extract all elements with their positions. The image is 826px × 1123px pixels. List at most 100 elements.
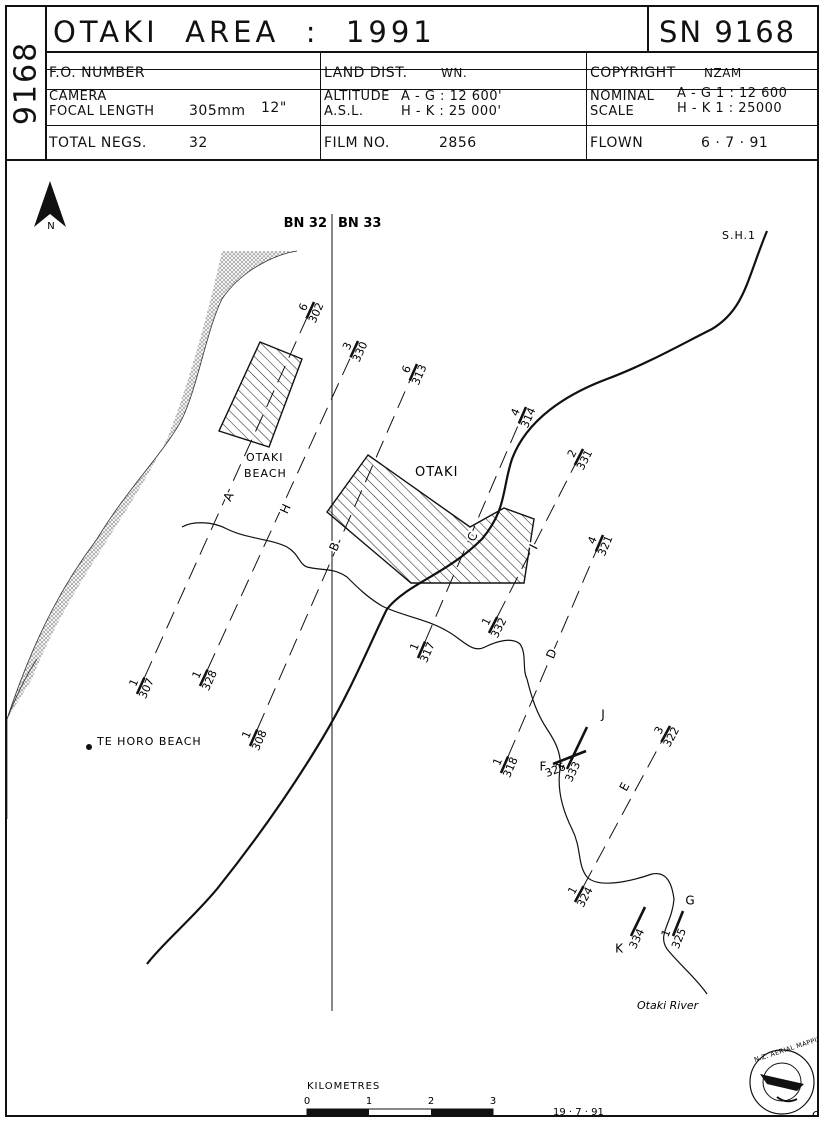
camera-label: CAMERA bbox=[49, 89, 107, 104]
flight-run-b-end-tick bbox=[408, 363, 419, 382]
index-sheet: 9168 OTAKI AREA : 1991 SN 9168 F.O. NUMB… bbox=[5, 5, 819, 1117]
flight-run-d-end-tick bbox=[594, 534, 605, 553]
sheet-title: OTAKI AREA : 1991 bbox=[53, 15, 436, 49]
scale-tick-1: 1 bbox=[366, 1096, 372, 1107]
flight-run-i-start-tick bbox=[487, 616, 499, 634]
copyright-value: NZAM bbox=[704, 66, 742, 80]
flight-run-d-letter: D bbox=[543, 647, 560, 661]
nominal-label: NOMINAL bbox=[590, 89, 655, 104]
place-otaki: OTAKI bbox=[415, 465, 458, 480]
focal-length-inches: 12" bbox=[261, 100, 287, 116]
scale-title: KILOMETRES bbox=[307, 1081, 380, 1092]
flight-run-h-start-label: 1328 bbox=[187, 662, 220, 692]
flight-run-a-end-tick bbox=[305, 301, 316, 319]
highway-label: S.H.1 bbox=[722, 229, 756, 242]
compilation-date: 19 · 7 · 91 bbox=[553, 1107, 604, 1115]
flight-index-map: BN 32 BN 33 N S.H.1 Otaki River OTAKI BE… bbox=[7, 181, 817, 1115]
flight-run-d-start-tick bbox=[499, 755, 510, 774]
flight-run-g-start-label: 1325 bbox=[656, 921, 689, 951]
flight-run-a-start-label: 1307 bbox=[124, 670, 157, 700]
flight-run-i-line bbox=[496, 464, 576, 618]
flight-run-c-line bbox=[424, 423, 520, 642]
flight-run-j-line bbox=[565, 726, 589, 770]
altitude-h-k: H - K : 25 000' bbox=[401, 104, 502, 119]
flight-run-c-start-tick bbox=[416, 640, 427, 659]
flight-run-b-start-tick bbox=[248, 728, 259, 747]
flight-run-e-end-label: 3322 bbox=[648, 718, 682, 749]
logo-mark: C bbox=[812, 1109, 817, 1115]
flight-run-k-letter: K bbox=[615, 942, 624, 956]
sea-area bbox=[7, 251, 297, 819]
flight-run-b-end-label: 6313 bbox=[396, 357, 429, 387]
flight-run-e-start-tick bbox=[573, 885, 585, 903]
total-negs-value: 32 bbox=[189, 135, 208, 151]
flight-run-b-letter: B bbox=[326, 540, 342, 553]
altitude-a-g: A - G : 12 600' bbox=[401, 89, 503, 104]
flight-run-b-start-label: 1308 bbox=[237, 723, 270, 753]
flight-run-d-end-label: 4321 bbox=[582, 528, 615, 558]
flight-run-g-line bbox=[671, 910, 685, 937]
flight-run-e-line bbox=[583, 741, 662, 887]
coastline bbox=[7, 250, 298, 720]
sheet-id: 9168 bbox=[8, 40, 44, 126]
otaki-town-area bbox=[326, 454, 535, 584]
flight-run-j-letter: J bbox=[600, 708, 605, 722]
scale-bar: KILOMETRES 0 1 2 3 bbox=[304, 1081, 496, 1115]
flight-run-a-end-label: 6302 bbox=[293, 295, 326, 325]
sheet-bn33: BN 33 bbox=[338, 216, 381, 231]
flight-run-a-line bbox=[143, 318, 308, 678]
nominal-scale-h-k: H - K 1 : 25000 bbox=[677, 101, 783, 116]
scale-label: SCALE bbox=[590, 104, 635, 119]
flight-run-e-end-tick bbox=[660, 725, 672, 743]
flight-run-h-line bbox=[207, 357, 351, 670]
flight-run-g-letter: G bbox=[685, 894, 694, 908]
flight-run-f-letter: F bbox=[540, 760, 547, 774]
north-label: N bbox=[47, 221, 54, 232]
flight-run-c-start-label: 1317 bbox=[405, 635, 438, 665]
nzam-logo-icon: N.Z. AERIAL MAPPING LTD C bbox=[749, 1028, 817, 1115]
sheet-id-strip: 9168 bbox=[7, 7, 47, 159]
flight-run-i-end-label: 2331 bbox=[562, 441, 596, 472]
sheet-bn32: BN 32 bbox=[284, 216, 327, 231]
north-arrow-icon: N bbox=[34, 181, 66, 232]
focal-length-value: 305mm bbox=[189, 103, 246, 119]
flight-run-k-line bbox=[629, 906, 647, 937]
fo-number-label: F.O. NUMBER bbox=[49, 65, 146, 81]
title-block: 9168 OTAKI AREA : 1991 SN 9168 F.O. NUMB… bbox=[7, 7, 817, 161]
scale-tick-0: 0 bbox=[304, 1096, 310, 1107]
state-highway-1 bbox=[146, 230, 769, 965]
otaki-beach-area bbox=[218, 341, 303, 448]
flight-run-b-line bbox=[256, 380, 411, 730]
asl-label: A.S.L. bbox=[324, 104, 364, 119]
flight-run-h-end-tick bbox=[349, 340, 360, 358]
river-label: Otaki River bbox=[637, 999, 700, 1012]
flight-run-h-letter: H bbox=[277, 502, 293, 516]
flight-run-i-start-label: 1332 bbox=[476, 609, 510, 640]
copyright-label: COPYRIGHT bbox=[590, 65, 676, 81]
flight-run-d-line bbox=[507, 551, 597, 757]
flight-run-d-start-label: 1318 bbox=[488, 750, 521, 780]
flight-run-k-start-label: 334 bbox=[626, 927, 647, 952]
altitude-label: ALTITUDE bbox=[324, 89, 390, 104]
place-te-horo-beach: TE HORO BEACH bbox=[96, 735, 202, 748]
te-horo-beach-marker bbox=[86, 744, 92, 750]
film-no-label: FILM NO. bbox=[324, 135, 390, 151]
flight-runs: 13076302A13283330H13086313B13174314C1332… bbox=[124, 295, 697, 958]
focal-length-label: FOCAL LENGTH bbox=[49, 104, 155, 119]
flight-run-a-start-tick bbox=[135, 677, 146, 695]
flight-run-h-start-tick bbox=[198, 669, 209, 687]
land-dist-value: WN. bbox=[441, 66, 468, 80]
flight-run-f-line bbox=[552, 749, 587, 766]
scale-tick-2: 2 bbox=[428, 1096, 434, 1107]
total-negs-label: TOTAL NEGS. bbox=[49, 135, 147, 151]
place-otaki-beach-2: BEACH bbox=[244, 467, 287, 480]
flight-run-i-end-tick bbox=[573, 448, 585, 466]
film-no-value: 2856 bbox=[439, 135, 477, 151]
flown-value: 6 · 7 · 91 bbox=[701, 135, 769, 151]
logo-text: N.Z. AERIAL MAPPING LTD bbox=[753, 1028, 817, 1064]
otaki-river bbox=[181, 522, 708, 995]
flight-run-e-letter: E bbox=[617, 780, 633, 793]
flight-run-c-end-tick bbox=[517, 406, 528, 425]
flight-run-e-start-label: 1324 bbox=[562, 878, 596, 909]
nominal-scale-a-g: A - G 1 : 12 600 bbox=[677, 86, 788, 101]
